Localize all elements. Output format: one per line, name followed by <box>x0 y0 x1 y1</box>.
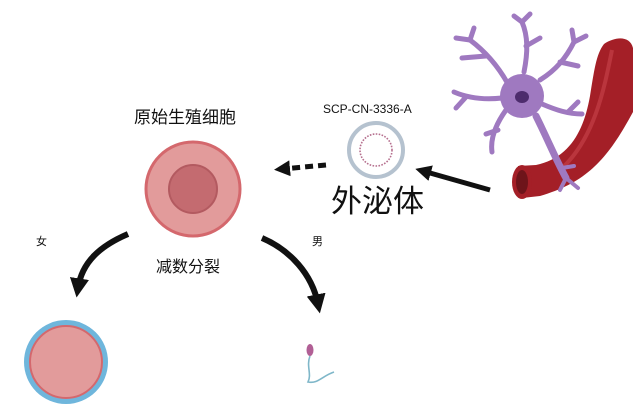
blood-vessel-icon <box>512 38 633 199</box>
exosome-icon <box>347 121 405 179</box>
neuron-icon <box>451 11 589 192</box>
male-path-arrow <box>260 235 326 314</box>
neuron-nucleus <box>515 91 529 103</box>
secretion-arrow <box>415 165 491 193</box>
uptake-dashed-arrow <box>274 160 327 177</box>
meiosis-label: 减数分裂 <box>156 257 221 276</box>
exosome-source-label: SCP-CN-3336-A <box>323 102 412 116</box>
sperm-icon <box>306 344 335 384</box>
female-path-arrow <box>69 231 130 298</box>
exosome-label: 外泌体 <box>331 184 424 220</box>
germ-cell-icon <box>144 140 242 238</box>
male-label: 男 <box>312 235 323 248</box>
primordial-germ-cell-label: 原始生殖细胞 <box>134 108 236 128</box>
egg-cell-icon <box>24 320 108 404</box>
female-label: 女 <box>36 235 47 248</box>
